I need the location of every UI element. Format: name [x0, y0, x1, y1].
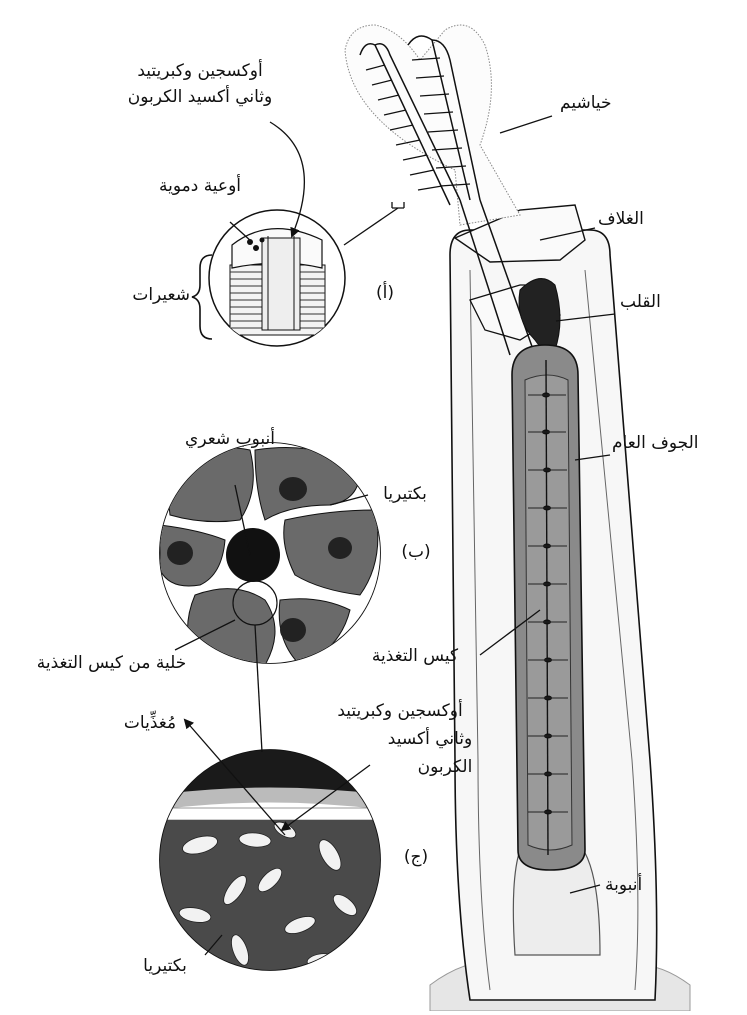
label-sheath: الغلاف [598, 208, 718, 230]
capillary-disc [226, 528, 280, 582]
label-top-gas-line2: وثاني أكسيد الكربون [95, 86, 305, 108]
inset-a-connector [344, 208, 398, 245]
inset-b-trophosome-cross-section [150, 440, 390, 670]
label-filaments: شعيرات [90, 284, 190, 306]
curly-brace-icon [192, 255, 212, 339]
label-gills: خياشيم [560, 92, 680, 114]
label-inset-b: (ب) [396, 541, 436, 563]
label-inset-a: (أ) [365, 282, 405, 304]
label-capillary: أنبوب شعري [150, 428, 310, 450]
label-trophosome: كيس التغذية [350, 645, 480, 667]
label-blood-vessels: أوعية دموية [135, 175, 265, 197]
label-gas-c-line3: الكربون [395, 756, 495, 778]
label-gas-c-line1: أوكسجين وكبريتيد [305, 700, 495, 722]
label-trophosome-cell: خلية من كيس التغذية [4, 652, 219, 674]
inset-c-cell-detail [155, 750, 385, 980]
label-gas-c-line2: وثاني أكسيد [360, 728, 500, 750]
label-nutrients: مُغذِّيات [100, 712, 200, 734]
label-inset-c: (ج) [396, 846, 436, 868]
gills-plume [345, 25, 520, 225]
label-bacteria-c: بكتيريا [115, 955, 215, 977]
inset-a-gill-detail [209, 202, 404, 346]
label-heart: القلب [620, 291, 720, 313]
label-bacteria-b: بكتيريا [355, 483, 455, 505]
label-tube: أنبوبة [605, 874, 705, 896]
label-top-gas-line1: أوكسجين وكبريتيد [100, 60, 300, 82]
label-coelom: الجوف العام [612, 432, 742, 454]
